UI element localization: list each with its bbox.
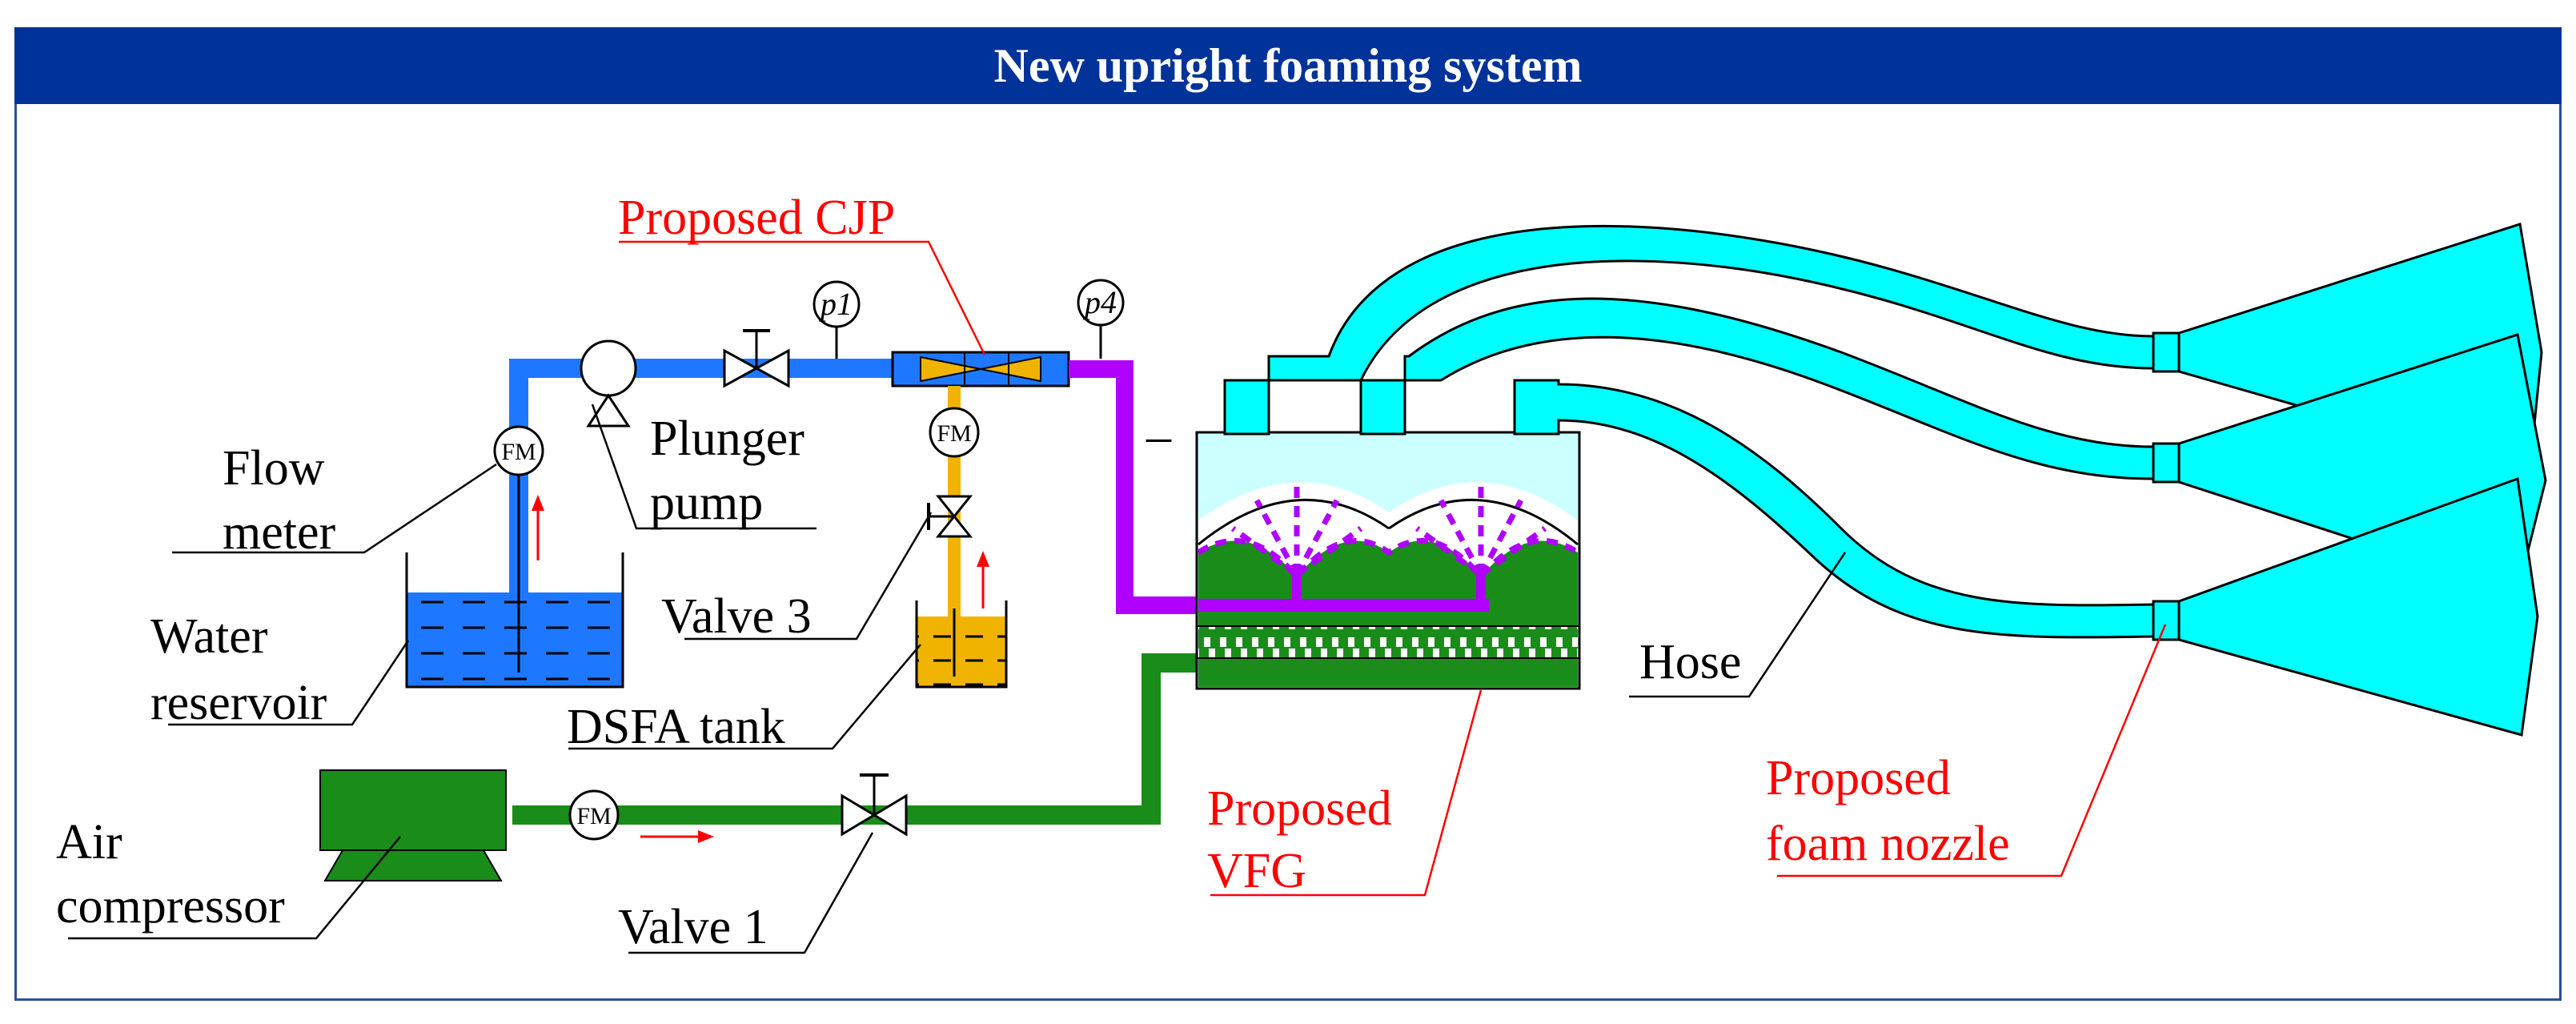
proposed-vfg-label-line1: Proposed xyxy=(1207,781,1392,836)
minus-mark: – xyxy=(1146,409,1172,464)
water-reservoir-label-line2: reservoir xyxy=(150,676,327,730)
proposed-vfg-label-line2: VFG xyxy=(1207,844,1306,898)
flow-meter-label-line2: meter xyxy=(223,505,335,560)
vfg-foam-generator xyxy=(1195,431,1581,690)
valve-1 xyxy=(841,773,908,837)
p4-label: p4 xyxy=(1082,284,1117,320)
cjp-jet-pump xyxy=(891,351,1070,388)
proposed-nozzle-label-line1: Proposed xyxy=(1766,751,1951,805)
hose-assembly xyxy=(1223,224,2181,641)
pressure-gauge-p1: p1 xyxy=(813,280,861,359)
flow-meter-air: FM xyxy=(568,789,620,841)
p1-label: p1 xyxy=(818,286,853,322)
valve-3-label: Valve 3 xyxy=(661,589,812,644)
hose-label: Hose xyxy=(1639,635,1741,689)
dsfa-tank-label: DSFA tank xyxy=(567,700,785,754)
air-pipeline xyxy=(512,653,1201,825)
fm-label: FM xyxy=(576,803,611,829)
plunger-pump-label-line2: pump xyxy=(650,476,763,530)
diagram-title: New upright foaming system xyxy=(14,27,2562,104)
water-reservoir-label-line1: Water xyxy=(150,609,268,664)
air-compressor-label-line1: Air xyxy=(56,815,122,869)
fm-label: FM xyxy=(937,420,971,447)
valve-1-label: Valve 1 xyxy=(618,900,768,954)
leader-lines xyxy=(68,404,1847,954)
plunger-pump xyxy=(580,339,637,428)
foam-nozzles xyxy=(2177,223,2547,737)
air-compressor xyxy=(319,769,507,881)
water-reservoir xyxy=(405,448,624,689)
proposed-nozzle-label-line2: foam nozzle xyxy=(1766,817,2010,871)
flow-meter-label-line1: Flow xyxy=(223,441,325,496)
valve-water-line xyxy=(723,329,790,388)
flow-meter-dsfa: FM xyxy=(929,407,980,458)
fm-label: FM xyxy=(501,439,536,465)
callout-lines xyxy=(619,240,2167,897)
plunger-pump-label-line1: Plunger xyxy=(650,412,804,466)
pressure-gauge-p4: p4 xyxy=(1077,279,1125,359)
dsfa-tank xyxy=(915,551,1008,689)
proposed-cjp-label: Proposed CJP xyxy=(618,191,895,245)
flow-meter-water: FM xyxy=(493,425,544,476)
air-flow-arrow xyxy=(640,830,714,843)
air-compressor-label-line2: compressor xyxy=(56,879,285,934)
valve-3 xyxy=(927,495,973,538)
